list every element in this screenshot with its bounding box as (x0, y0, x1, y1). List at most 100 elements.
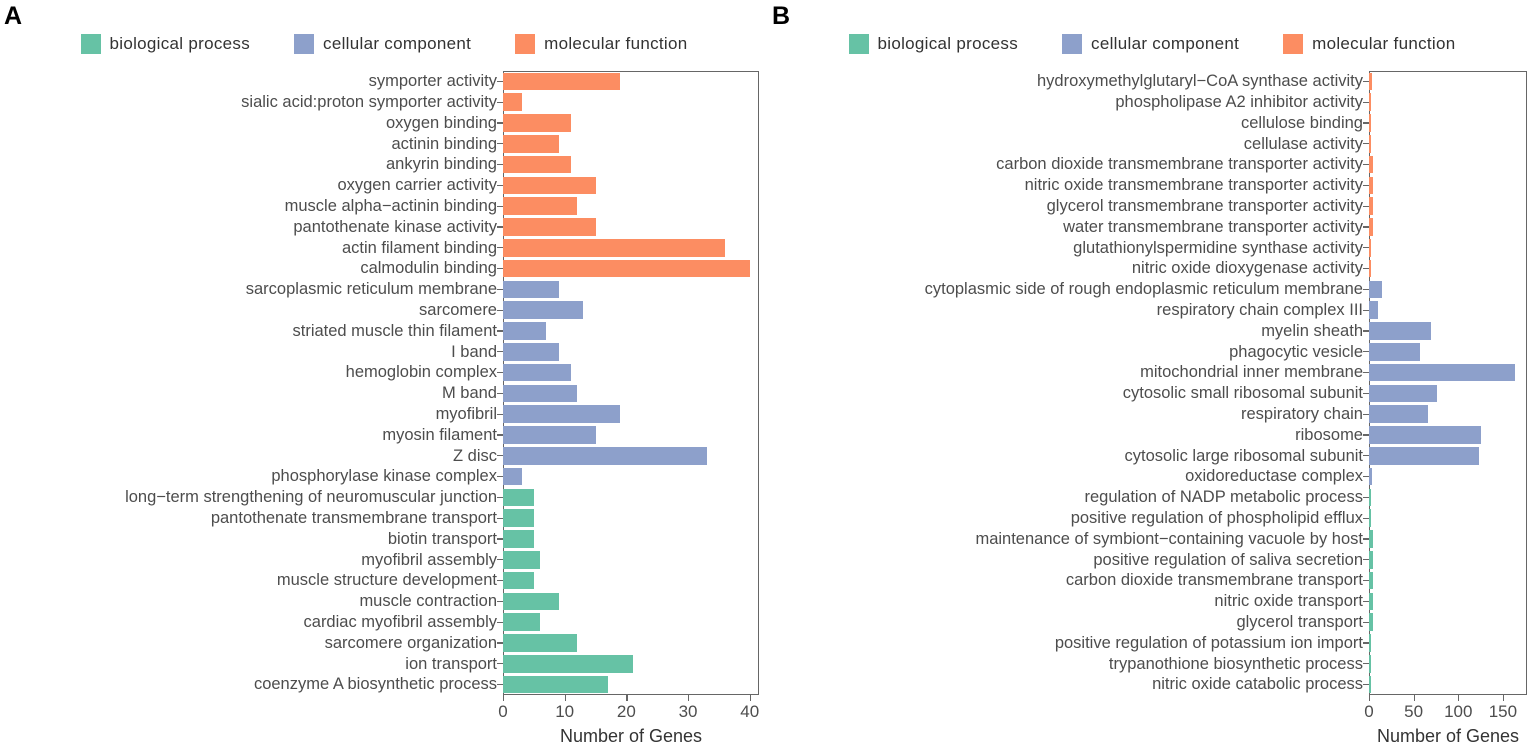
bar[interactable] (503, 259, 750, 278)
bar[interactable] (1369, 280, 1383, 299)
bar[interactable] (1369, 467, 1372, 486)
bar-row[interactable]: myosin filament (0, 425, 768, 446)
bar-row[interactable]: ion transport (0, 653, 768, 674)
bar[interactable] (503, 571, 534, 590)
bar[interactable] (1369, 446, 1479, 465)
bar-row[interactable]: I band (0, 341, 768, 362)
bar[interactable] (1369, 93, 1372, 111)
bar-row[interactable]: sarcoplasmic reticulum membrane (0, 279, 768, 300)
bar-row[interactable]: ankyrin binding (0, 154, 768, 175)
bar[interactable] (503, 405, 621, 423)
bar[interactable] (503, 114, 571, 132)
bar[interactable] (1369, 134, 1372, 153)
bar[interactable] (1369, 114, 1372, 132)
bar-row[interactable]: myofibril assembly (0, 549, 768, 570)
bar[interactable] (503, 93, 522, 111)
bar[interactable] (1369, 592, 1373, 611)
bar-row[interactable]: hemoglobin complex (0, 362, 768, 383)
bar[interactable] (1369, 259, 1372, 278)
bar-row[interactable]: nitric oxide transmembrane transporter a… (768, 175, 1536, 196)
bar-row[interactable]: ribosome (768, 425, 1536, 446)
bar-row[interactable]: sarcomere organization (0, 633, 768, 654)
bar[interactable] (503, 654, 633, 673)
bar-row[interactable]: respiratory chain complex III (768, 300, 1536, 321)
bar-row[interactable]: maintenance of symbiont−containing vacuo… (768, 529, 1536, 550)
bar[interactable] (1369, 72, 1372, 91)
bar[interactable] (503, 530, 534, 548)
bar[interactable] (503, 550, 540, 569)
bar-row[interactable]: symporter activity (0, 71, 768, 92)
bar[interactable] (1369, 675, 1372, 694)
bar[interactable] (503, 218, 596, 236)
bar-row[interactable]: phospholipase A2 inhibitor activity (768, 92, 1536, 113)
bar[interactable] (503, 238, 726, 257)
bar-row[interactable]: muscle contraction (0, 591, 768, 612)
bar-row[interactable]: coenzyme A biosynthetic process (0, 674, 768, 695)
bar-row[interactable]: muscle alpha−actinin binding (0, 196, 768, 217)
legend-entry-bp[interactable]: biological process (80, 34, 251, 54)
bar-row[interactable]: oxygen binding (0, 113, 768, 134)
bar-row[interactable]: sialic acid:proton symporter activity (0, 92, 768, 113)
bar[interactable] (503, 363, 571, 382)
bar-row[interactable]: nitric oxide transport (768, 591, 1536, 612)
bar[interactable] (503, 613, 540, 631)
legend-entry-bp[interactable]: biological process (848, 34, 1019, 54)
bar[interactable] (1369, 426, 1482, 444)
bar-row[interactable]: striated muscle thin filament (0, 321, 768, 342)
bar[interactable] (1369, 155, 1373, 174)
bar[interactable] (503, 592, 559, 611)
bar-row[interactable]: carbon dioxide transmembrane transport (768, 570, 1536, 591)
bar[interactable] (503, 634, 578, 652)
bar[interactable] (1369, 613, 1373, 631)
bar-row[interactable]: water transmembrane transporter activity (768, 217, 1536, 238)
bar[interactable] (1369, 301, 1378, 319)
bar[interactable] (1369, 654, 1372, 673)
bar-row[interactable]: hydroxymethylglutaryl−CoA synthase activ… (768, 71, 1536, 92)
bar-row[interactable]: positive regulation of potassium ion imp… (768, 633, 1536, 654)
bar[interactable] (503, 426, 596, 444)
bar-row[interactable]: calmodulin binding (0, 258, 768, 279)
bar-row[interactable]: glycerol transmembrane transporter activ… (768, 196, 1536, 217)
bar[interactable] (503, 488, 534, 507)
bar[interactable] (1369, 197, 1373, 215)
legend-entry-cc[interactable]: cellular component (1062, 34, 1239, 54)
bar-row[interactable]: cardiac myofibril assembly (0, 612, 768, 633)
bar-row[interactable]: cytoplasmic side of rough endoplasmic re… (768, 279, 1536, 300)
bar[interactable] (1369, 363, 1516, 382)
bar[interactable] (1369, 384, 1437, 403)
bar[interactable] (503, 280, 559, 299)
bar[interactable] (503, 134, 559, 153)
bar-row[interactable]: nitric oxide dioxygenase activity (768, 258, 1536, 279)
bar-row[interactable]: glutathionylspermidine synthase activity (768, 237, 1536, 258)
bar[interactable] (503, 446, 707, 465)
bar[interactable] (503, 467, 522, 486)
bar-row[interactable]: phosphorylase kinase complex (0, 466, 768, 487)
bar-row[interactable]: mitochondrial inner membrane (768, 362, 1536, 383)
bar[interactable] (1369, 634, 1372, 652)
bar-row[interactable]: myofibril (0, 404, 768, 425)
bar-row[interactable]: pantothenate transmembrane transport (0, 508, 768, 529)
bar-row[interactable]: glycerol transport (768, 612, 1536, 633)
bar[interactable] (503, 197, 578, 215)
bar-row[interactable]: actinin binding (0, 133, 768, 154)
bar[interactable] (503, 675, 608, 694)
bar-row[interactable]: Z disc (0, 445, 768, 466)
bar-row[interactable]: long−term strengthening of neuromuscular… (0, 487, 768, 508)
bar-row[interactable]: cytosolic small ribosomal subunit (768, 383, 1536, 404)
bar[interactable] (1369, 218, 1373, 236)
bar-row[interactable]: myelin sheath (768, 321, 1536, 342)
bar-row[interactable]: pantothenate kinase activity (0, 217, 768, 238)
bar[interactable] (1369, 322, 1432, 340)
bar-row[interactable]: carbon dioxide transmembrane transporter… (768, 154, 1536, 175)
bar-row[interactable]: cellulase activity (768, 133, 1536, 154)
bar[interactable] (1369, 509, 1372, 527)
bar-row[interactable]: positive regulation of phospholipid effl… (768, 508, 1536, 529)
bar[interactable] (503, 342, 559, 361)
legend-entry-cc[interactable]: cellular component (294, 34, 471, 54)
bar[interactable] (1369, 488, 1372, 507)
bar[interactable] (503, 301, 584, 319)
bar-row[interactable]: regulation of NADP metabolic process (768, 487, 1536, 508)
bar-row[interactable]: sarcomere (0, 300, 768, 321)
bar[interactable] (503, 176, 596, 195)
bar-row[interactable]: oxygen carrier activity (0, 175, 768, 196)
